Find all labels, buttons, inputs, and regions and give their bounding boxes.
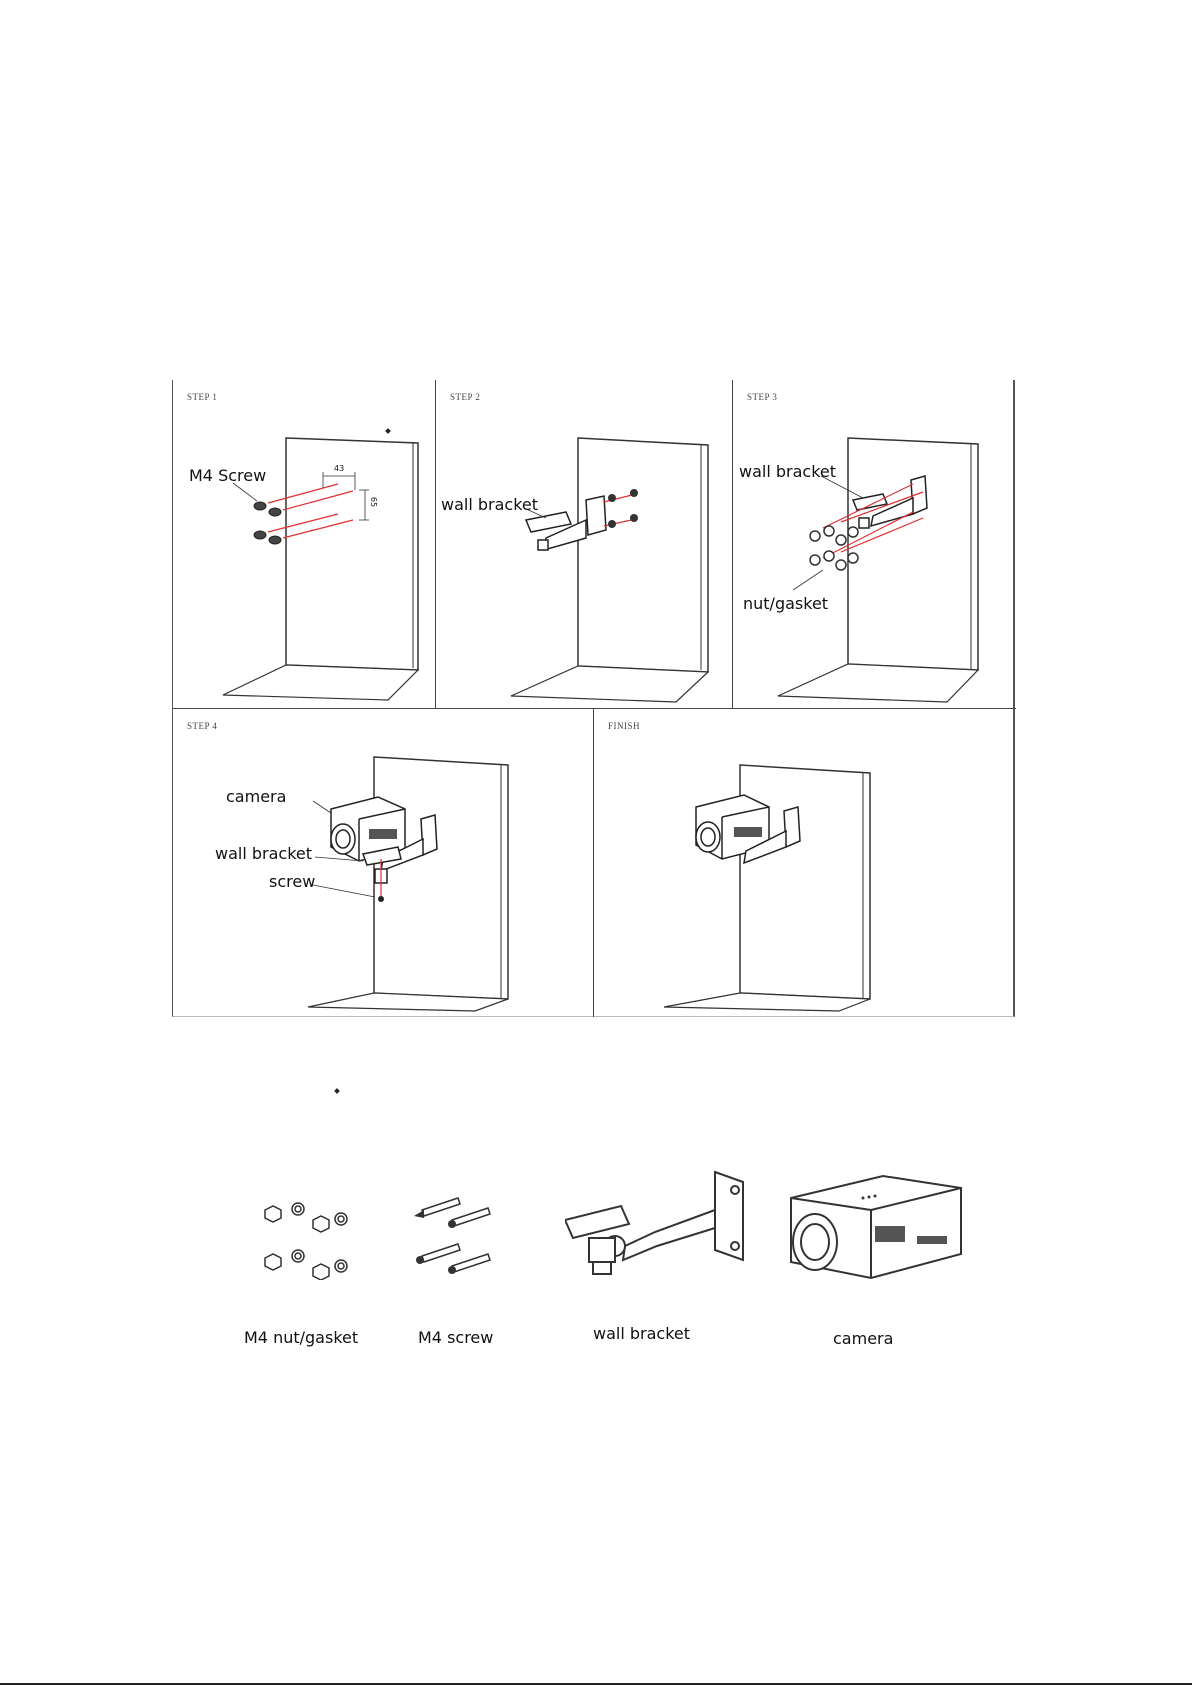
part-label: M4 screw — [418, 1330, 493, 1346]
step-2-illustration — [436, 380, 732, 708]
part-label: camera — [833, 1331, 893, 1347]
part-screw: M4 screw — [400, 1150, 530, 1350]
callout-screw: screw — [269, 874, 315, 890]
step-3-illustration — [733, 380, 1016, 708]
finish-illustration — [594, 709, 1016, 1017]
part-wall-bracket: wall bracket — [565, 1150, 765, 1350]
callout-m4-screw: M4 Screw — [189, 468, 266, 484]
parts-list: M4 nut/gasket M4 screw — [220, 1150, 1000, 1350]
dimension-vertical: 65 — [369, 497, 377, 507]
part-camera: camera — [785, 1138, 985, 1350]
finish-panel: FINISH — [594, 709, 1016, 1017]
callout-wall-bracket: wall bracket — [739, 464, 836, 480]
step-2-panel: STEP 2 wall bracket — [436, 380, 732, 708]
part-nut-gasket: M4 nut/gasket — [220, 1150, 370, 1350]
step-4-illustration — [173, 709, 593, 1017]
callout-nut-gasket: nut/gasket — [743, 596, 828, 612]
screw-icon — [400, 1150, 530, 1280]
part-label: M4 nut/gasket — [244, 1330, 358, 1346]
step-1-panel: STEP 1 — [173, 380, 435, 708]
step-4-panel: STEP 4 — [173, 709, 593, 1017]
nut-gasket-icon — [220, 1150, 370, 1280]
callout-wall-bracket: wall bracket — [441, 497, 538, 513]
camera-icon — [785, 1138, 985, 1288]
step-1-illustration — [173, 380, 435, 708]
dimension-horizontal: 43 — [334, 465, 344, 473]
callout-wall-bracket: wall bracket — [215, 846, 312, 862]
callout-camera: camera — [226, 789, 286, 805]
decorative-dot — [334, 1088, 340, 1094]
step-3-panel: STEP 3 — [733, 380, 1016, 708]
installation-steps-grid: STEP 1 — [172, 380, 1015, 1017]
wall-bracket-icon — [565, 1150, 765, 1300]
part-label: wall bracket — [593, 1326, 690, 1342]
